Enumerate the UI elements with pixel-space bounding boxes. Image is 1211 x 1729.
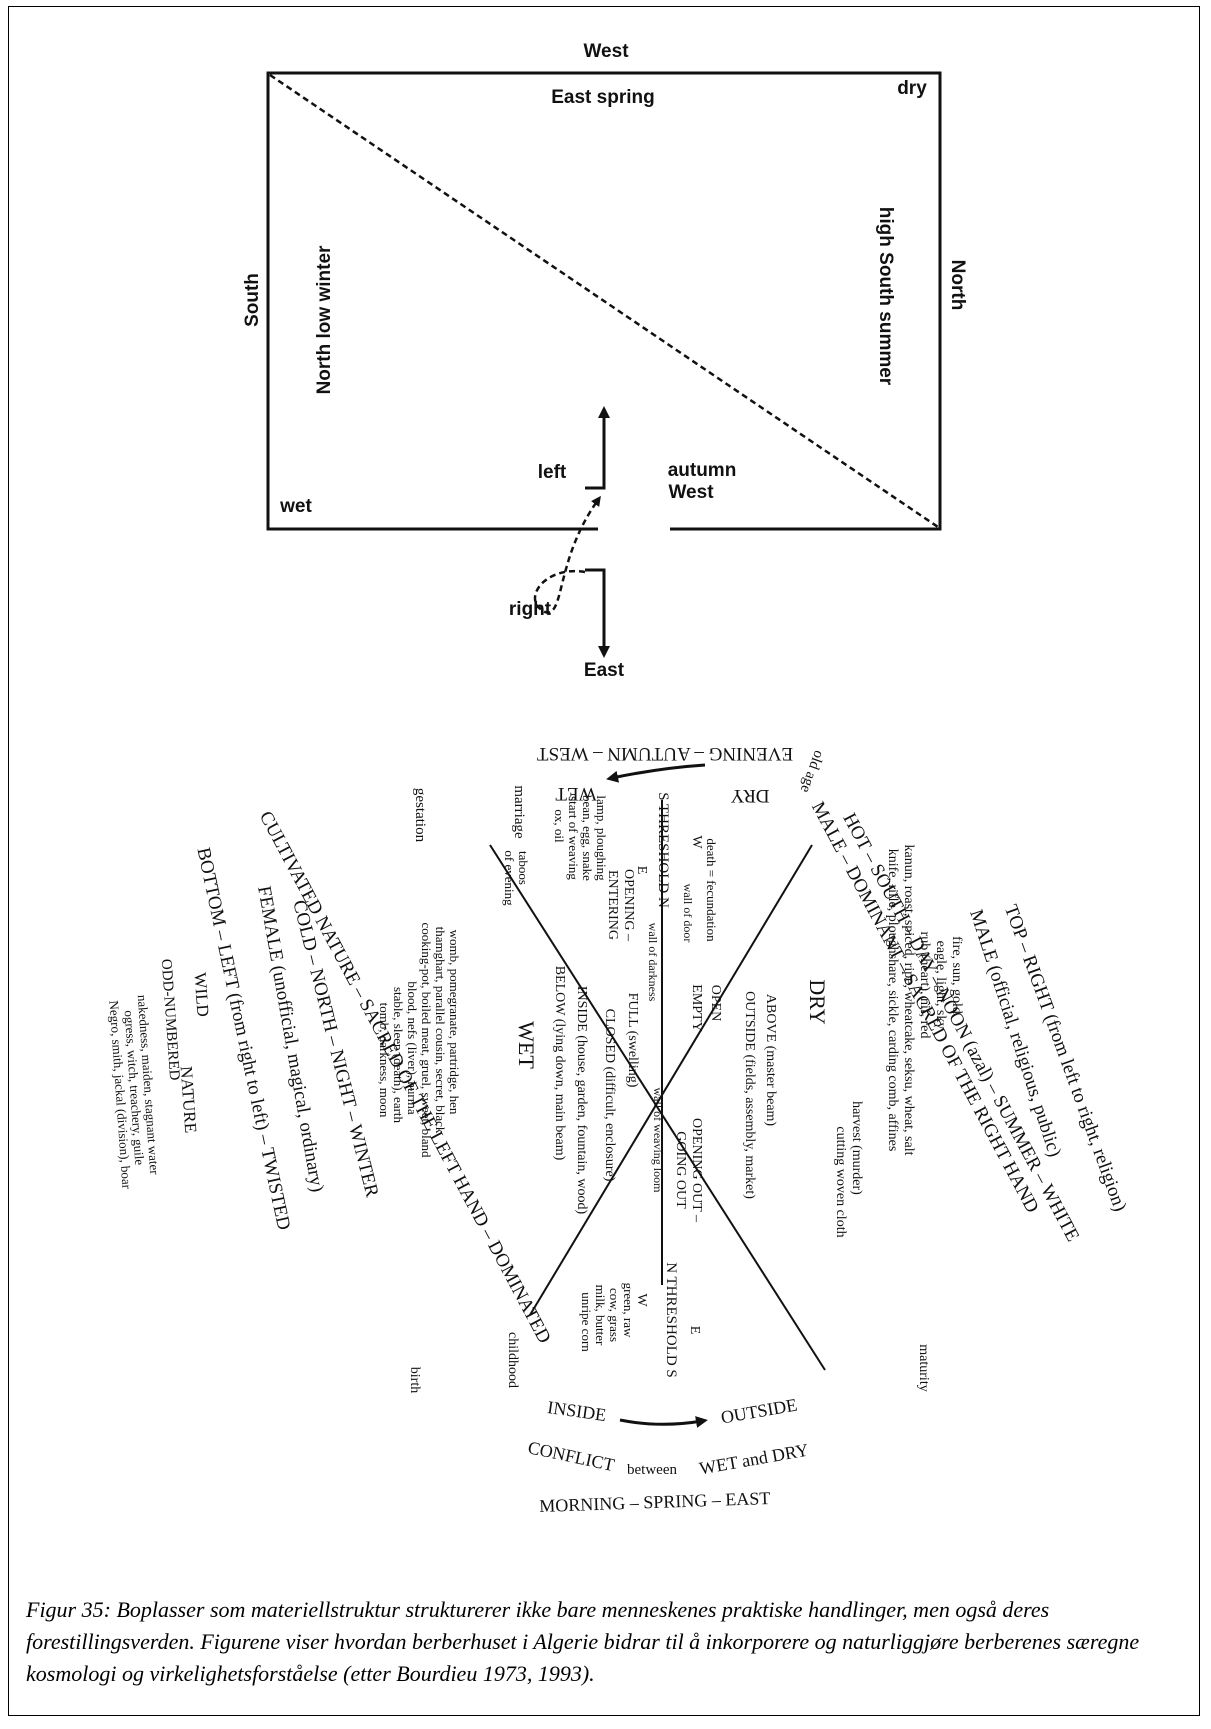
text-start-weaving: start of weaving	[566, 796, 581, 880]
label-wild: WILD	[190, 972, 212, 1018]
label-odd-numbered: ODD-NUMBERED	[158, 958, 182, 1081]
figure-caption: Figur 35: Boplasser som materiellstruktu…	[26, 1597, 1140, 1686]
label-gestation: gestation	[412, 788, 428, 843]
rim-bottom-left: BOTTOM – LEFT (from right to left) – TWI…	[193, 846, 295, 1232]
text-fire-sun: fire, sun, gold	[949, 936, 964, 1014]
text-e-lower: E	[687, 1326, 702, 1335]
text-below: BELOW (lying down, main beam)	[552, 966, 567, 1161]
text-knife: knife, rifle, ploughshare, sickle, cardi…	[885, 849, 900, 1152]
text-w-lower: W	[634, 1293, 649, 1307]
figure-frame	[8, 6, 1200, 1716]
rim-conflict-a: CONFLICT	[526, 1437, 616, 1475]
text-kanun: kanun, roast, spiced, ripe, wheatcake, s…	[901, 844, 916, 1155]
text-empty: EMPTY	[689, 984, 704, 1031]
rim-morning-spring-east: MORNING – SPRING – EAST	[539, 1488, 771, 1516]
arrow-up-entering	[585, 406, 610, 490]
text-cutting-cloth: cutting woven cloth	[833, 1126, 848, 1237]
label-birth: birth	[407, 1367, 422, 1393]
text-n-threshold-s: N THRESHOLD S	[663, 1262, 679, 1378]
text-unripe-corn: unripe corn	[579, 1292, 594, 1352]
text-opening-out: OPENING OUT –	[689, 1118, 704, 1223]
text-cooking-pot: cooking-pot, boiled meat, gruel, sweet, …	[419, 922, 434, 1158]
text-tomb: tomb, darkness, moon	[377, 1003, 392, 1118]
text-lamp: lamp, ploughing	[594, 795, 609, 881]
label-north-low-winter: North low winter	[314, 245, 335, 394]
arrow-down-leaving	[585, 568, 610, 658]
rim-evening-autumn-west: EVENING – AUTUMN – WEST	[537, 743, 794, 764]
text-opening-entering: OPENING –	[621, 869, 636, 942]
label-east-spring: East spring	[551, 87, 654, 108]
house-wall-outline	[266, 71, 942, 531]
label-autumn: autumn	[668, 460, 737, 481]
label-marriage: marriage	[511, 785, 527, 839]
label-old-age: old age	[797, 748, 827, 795]
text-wall-door: wall of door	[681, 884, 695, 943]
label-dry-center: DRY	[805, 979, 830, 1024]
text-closed: CLOSED (difficult, enclosure)	[602, 1009, 617, 1182]
turning-path-dashed	[533, 495, 601, 614]
label-wet: wet	[279, 496, 312, 517]
text-s-threshold-n: S THRESHOLD N	[655, 792, 671, 908]
label-nature: NATURE	[177, 1066, 201, 1134]
text-green-raw: green, raw	[621, 1283, 636, 1338]
label-inside: INSIDE	[546, 1397, 607, 1425]
label-east: East	[584, 660, 625, 681]
text-womb: womb, pomegranate, partridge, hen	[447, 930, 462, 1115]
text-cow-grass: cow, grass	[607, 1288, 622, 1342]
rim-conflict-c: WET and DRY	[698, 1440, 810, 1479]
label-wet-top: WET	[555, 783, 597, 804]
label-south: South	[242, 273, 263, 327]
cross-line-a	[529, 844, 813, 1316]
text-going-out: GOING OUT	[673, 1131, 688, 1209]
label-high-south-summer: high South summer	[875, 207, 896, 386]
text-entering: ENTERING	[605, 870, 620, 940]
text-wall-weaving: wall of weaving loom	[651, 1088, 665, 1194]
text-harvest: harvest (murder)	[849, 1101, 864, 1195]
text-milk-butter: milk, butter	[593, 1285, 608, 1346]
text-e-upper: E	[634, 866, 649, 875]
text-blood: blood, nefs (liver), hurma	[405, 981, 420, 1114]
text-bean: bean, egg, snake	[580, 795, 595, 881]
label-dry-top: DRY	[730, 785, 769, 806]
text-open: OPEN	[708, 985, 723, 1022]
label-right: right	[509, 599, 552, 620]
text-wall-darkness: wall of darkness	[646, 923, 660, 1002]
text-above: ABOVE (master beam)	[763, 994, 778, 1127]
text-thamghart: thamghart, parallel cousin, secret, blac…	[433, 927, 448, 1134]
rim-conflict-b: between	[627, 1462, 677, 1478]
arrow-inside-to-outside	[619, 1416, 708, 1428]
arrow-dry-to-wet	[606, 763, 706, 783]
text-taboos: taboos	[516, 851, 531, 885]
label-dry: dry	[897, 78, 927, 99]
label-north: North	[947, 260, 968, 311]
text-ox-oil: ox, oil	[552, 809, 567, 843]
label-west-door: West	[668, 482, 714, 503]
text-w-upper: W	[689, 835, 704, 849]
label-maturity: maturity	[916, 1344, 931, 1391]
label-wet-center: WET	[514, 1021, 539, 1069]
text-inside-house: INSIDE (house, garden, fountain, wood)	[574, 986, 589, 1215]
text-outside-fields: OUTSIDE (fields, assembly, market)	[742, 991, 757, 1199]
house-plan: West East spring dry South North low win…	[242, 41, 968, 681]
cosmology-diagram: EVENING – AUTUMN – WEST old age DRY WET …	[106, 743, 1130, 1516]
text-rub: rub (heart), nif, red	[917, 932, 932, 1039]
text-death: death = fecundation	[704, 838, 719, 942]
label-outside: OUTSIDE	[719, 1395, 798, 1428]
label-west-top: West	[583, 41, 629, 62]
text-of-evening: of evening	[502, 850, 517, 906]
text-full: FULL (swelling)	[625, 993, 640, 1088]
label-childhood: childhood	[505, 1332, 520, 1388]
text-stable: stable, sleep (death), earth	[391, 987, 406, 1124]
diagonal-divider	[269, 73, 939, 529]
text-eagle: eagle, light, sky	[933, 941, 948, 1030]
cross-line-b	[489, 844, 826, 1371]
label-left: left	[538, 462, 567, 483]
